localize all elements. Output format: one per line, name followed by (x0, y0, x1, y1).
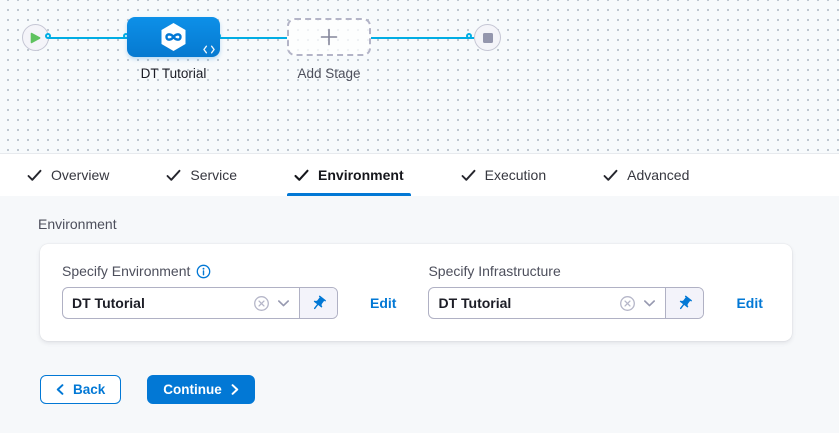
connector-line (49, 37, 128, 39)
tab-environment[interactable]: Environment (287, 154, 411, 196)
check-icon (166, 169, 181, 181)
info-icon[interactable] (196, 264, 211, 279)
field-specify-environment: Specify Environment DT Tutorial (62, 263, 396, 319)
pin-button[interactable] (665, 288, 704, 318)
continue-button-label: Continue (163, 382, 222, 397)
tab-service[interactable]: Service (161, 154, 242, 196)
environment-tab-content: Environment Specify Environment DT Tutor… (0, 196, 839, 404)
chevron-left-icon (56, 384, 64, 395)
pipeline-end-node[interactable] (474, 24, 501, 51)
stage-node-label: DT Tutorial (140, 66, 207, 81)
stop-icon (482, 32, 493, 43)
chevron-down-icon[interactable] (643, 299, 656, 308)
field-specify-infrastructure: Specify Infrastructure DT Tutorial (428, 263, 763, 319)
environment-select-value: DT Tutorial (72, 295, 145, 311)
check-icon (461, 169, 476, 181)
tab-execution[interactable]: Execution (456, 154, 551, 196)
play-icon (30, 32, 41, 43)
code-icon (203, 45, 215, 54)
edit-environment-link[interactable]: Edit (370, 295, 397, 311)
tab-label: Environment (318, 167, 404, 183)
back-button-label: Back (73, 382, 106, 397)
edit-infrastructure-link[interactable]: Edit (736, 295, 763, 311)
add-stage-label: Add Stage (297, 66, 361, 81)
continue-button[interactable]: Continue (147, 375, 255, 404)
back-button[interactable]: Back (40, 375, 122, 404)
connector-line (220, 37, 287, 39)
clear-icon[interactable] (619, 295, 636, 312)
pin-button[interactable] (299, 288, 337, 318)
tab-label: Service (190, 167, 238, 183)
environment-select[interactable]: DT Tutorial (62, 287, 338, 319)
tab-advanced[interactable]: Advanced (598, 154, 694, 196)
check-icon (603, 169, 618, 181)
tab-overview[interactable]: Overview (22, 154, 114, 196)
connector-port (465, 32, 472, 39)
pin-icon (680, 295, 693, 309)
chevron-right-icon (231, 384, 238, 395)
pipeline-canvas[interactable]: DT Tutorial Add Stage (0, 0, 839, 153)
harness-stage-icon (161, 23, 186, 51)
infrastructure-select[interactable]: DT Tutorial (428, 287, 705, 319)
stage-node-dt-tutorial[interactable] (127, 17, 220, 57)
field-label: Specify Infrastructure (428, 263, 561, 279)
tab-label: Overview (51, 167, 110, 183)
section-title: Environment (38, 216, 117, 232)
chevron-down-icon[interactable] (277, 299, 290, 308)
plus-icon (320, 28, 338, 46)
add-stage-button[interactable] (287, 18, 371, 56)
connector-port (44, 32, 51, 39)
environment-card: Specify Environment DT Tutorial (40, 244, 792, 341)
pin-icon (313, 295, 326, 309)
check-icon (27, 169, 42, 181)
clear-icon[interactable] (253, 295, 270, 312)
tab-label: Advanced (627, 167, 690, 183)
tab-label: Execution (484, 167, 547, 183)
stage-config-tabbar: Overview Service Environment Execution A… (0, 153, 839, 196)
field-label: Specify Environment (62, 263, 191, 279)
connector-line (371, 37, 474, 39)
wizard-footer: Back Continue (40, 375, 839, 404)
infrastructure-select-value: DT Tutorial (438, 295, 512, 311)
check-icon (294, 169, 309, 181)
